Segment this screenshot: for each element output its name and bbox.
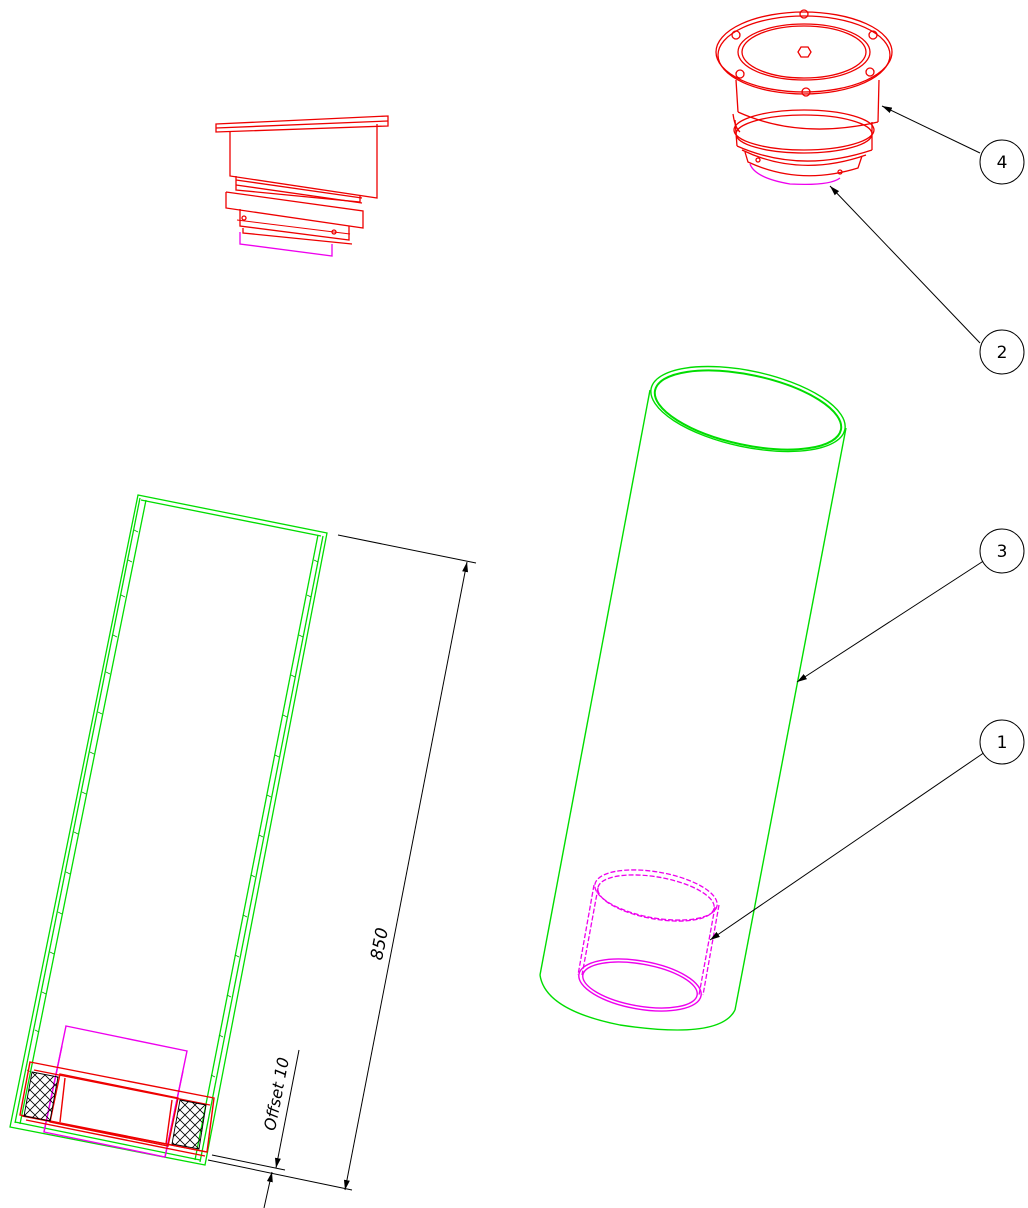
balloon-2-label: 2 bbox=[997, 343, 1008, 363]
cap-section bbox=[19, 1061, 215, 1157]
leader-lines bbox=[709, 105, 986, 941]
length-dimension-label: 850 bbox=[367, 926, 393, 962]
balloon-3-label: 3 bbox=[997, 542, 1008, 562]
insert-hidden bbox=[577, 869, 720, 996]
end-cap-isometric bbox=[715, 9, 893, 177]
seal-isometric bbox=[749, 163, 841, 186]
seal-side-view bbox=[239, 232, 333, 257]
packing-crosshatch bbox=[23, 1071, 207, 1150]
balloon-4: 4 bbox=[979, 139, 1025, 185]
tube-wall-hatch bbox=[26, 529, 319, 1078]
end-cap-side-view bbox=[215, 115, 389, 245]
balloon-2: 2 bbox=[979, 329, 1025, 375]
balloon-4-label: 4 bbox=[997, 153, 1008, 173]
insert-bottom bbox=[578, 958, 702, 1012]
offset-dimension-label: Offset 10 bbox=[260, 1056, 293, 1132]
balloon-3: 3 bbox=[979, 528, 1025, 574]
balloon-1-label: 1 bbox=[997, 733, 1008, 753]
length-dimension bbox=[207, 534, 477, 1191]
tube-isometric bbox=[539, 365, 847, 1031]
offset-dimension bbox=[211, 1049, 300, 1208]
balloon-1: 1 bbox=[979, 719, 1025, 765]
tube-section-view bbox=[9, 494, 328, 1166]
